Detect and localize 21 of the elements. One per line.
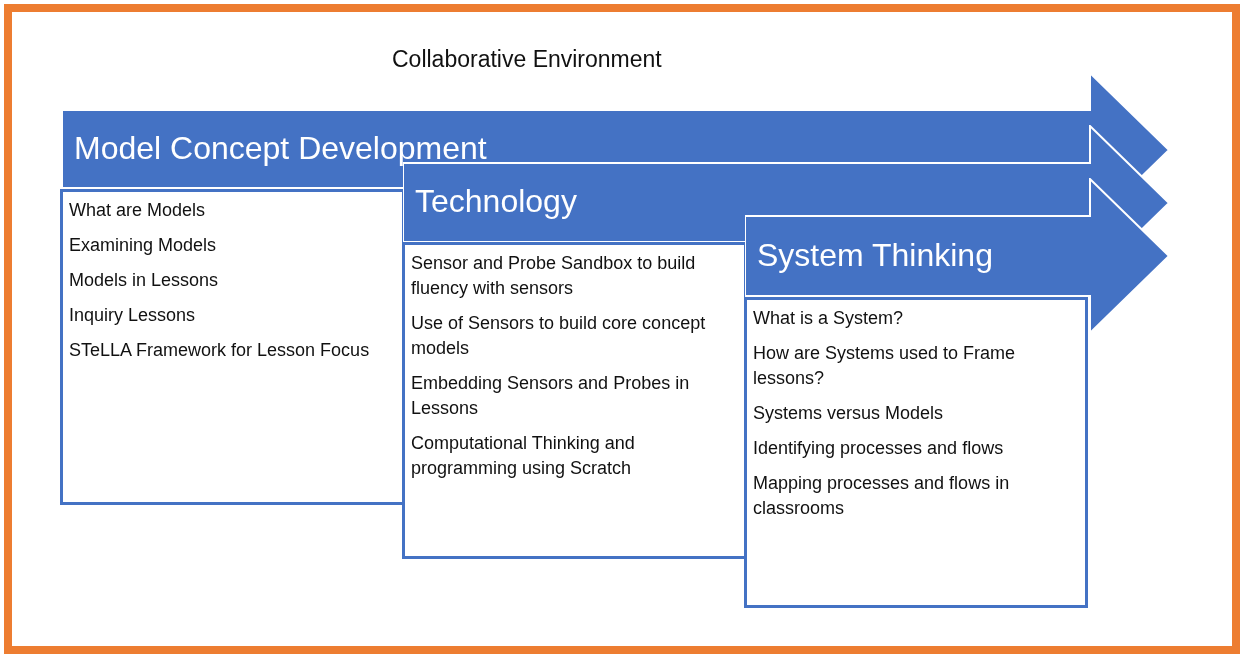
list-item: Sensor and Probe Sandbox to build fluency with sensors — [411, 252, 697, 300]
list-item: Inquiry Lessons — [69, 304, 197, 327]
list-item: Models in Lessons — [69, 269, 220, 292]
list-item: Examining Models — [69, 234, 218, 257]
diagram-title: Collaborative Environment — [392, 46, 662, 73]
list-item: Systems versus Models — [753, 402, 945, 425]
banner-heading: Technology — [415, 183, 577, 221]
list-box — [744, 297, 1088, 608]
list-item: STeLLA Framework for Lesson Focus — [69, 339, 371, 362]
list-item: Use of Sensors to build core concept models — [411, 312, 707, 360]
list-item: What are Models — [69, 199, 207, 222]
list-item: What is a System? — [753, 307, 905, 330]
list-item: How are Systems used to Frame lessons? — [753, 342, 1017, 390]
banner-heading: System Thinking — [757, 236, 993, 274]
list-item: Embedding Sensors and Probes in Lessons — [411, 372, 691, 420]
list-box — [60, 189, 405, 505]
list-box — [402, 242, 747, 559]
list-item: Computational Thinking and programming using Scratch — [411, 432, 636, 480]
list-item: Identifying processes and flows — [753, 437, 1005, 460]
list-item: Mapping processes and flows in classrooms — [753, 472, 1011, 520]
banner-heading: Model Concept Development — [74, 129, 487, 167]
